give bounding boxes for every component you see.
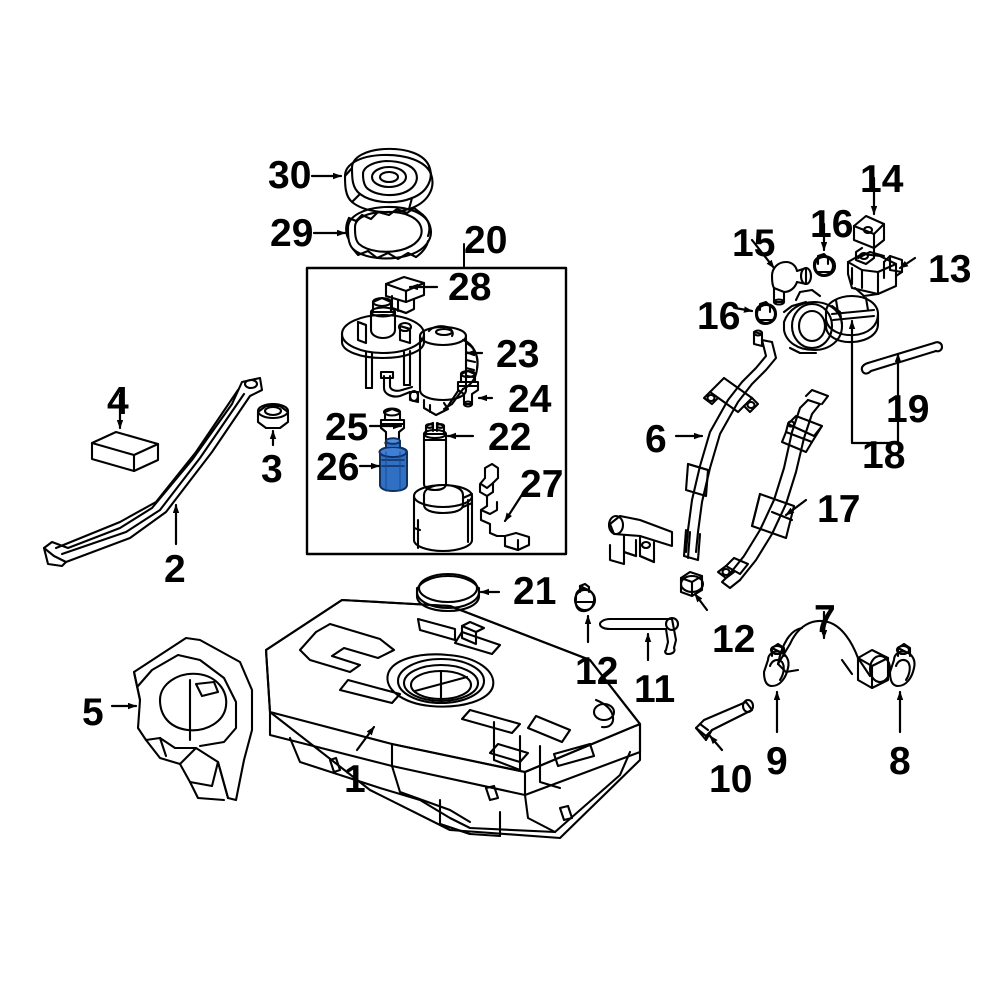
part-23-fuel-filter <box>418 325 479 417</box>
part-4-insulator-pad <box>90 430 160 473</box>
callout-number-22: 22 <box>488 416 532 459</box>
part-6-filler-pipe <box>607 329 778 566</box>
part-12-clamp-right <box>679 570 705 598</box>
callout-number-23: 23 <box>496 333 540 376</box>
part-29-lock-ring <box>345 205 432 261</box>
part-16-clamp-lower <box>754 300 778 326</box>
part-1-fuel-tank <box>264 598 642 840</box>
callout-number-10: 10 <box>709 758 753 801</box>
callout-number-30: 30 <box>268 154 312 197</box>
part-3-strap-nut <box>256 402 290 430</box>
callout-number-18: 18 <box>862 434 906 477</box>
part-15-vent-valve <box>770 260 813 306</box>
part-8-hose-clamp <box>888 642 916 688</box>
callout-number-16-lower: 16 <box>697 295 741 338</box>
callout-number-12-left: 12 <box>575 650 619 693</box>
part-30-access-cover <box>343 147 434 214</box>
callout-number-8: 8 <box>889 740 911 783</box>
part-9-hose-clamp <box>762 642 790 688</box>
callout-number-16-upper: 16 <box>810 203 854 246</box>
callout-number-2: 2 <box>164 548 186 591</box>
part-5-heat-shield <box>132 636 254 802</box>
callout-number-28: 28 <box>448 266 492 309</box>
callout-number-20: 20 <box>464 219 508 262</box>
pump-outlet-hose <box>379 370 420 404</box>
part-17-filler-neck-tube <box>716 388 830 590</box>
callout-number-21: 21 <box>513 570 557 613</box>
part-11-vent-hose <box>598 616 680 656</box>
callout-number-7: 7 <box>814 598 836 641</box>
part-18-bracket-line <box>850 338 900 457</box>
part-2-tank-strap <box>42 376 264 568</box>
callout-number-26: 26 <box>316 446 360 489</box>
part-16-clamp-upper <box>812 252 837 278</box>
filler-neck-head <box>782 288 844 355</box>
callout-number-24: 24 <box>508 378 552 421</box>
callout-number-1: 1 <box>344 758 366 801</box>
callout-number-9: 9 <box>766 740 788 783</box>
callout-number-19: 19 <box>886 388 930 431</box>
callout-number-17: 17 <box>817 488 861 531</box>
callout-number-5: 5 <box>82 691 104 734</box>
pump-module-flange <box>340 296 426 390</box>
fuel-pump-reservoir-cup <box>412 483 474 553</box>
part-26-fuel-pump-highlighted <box>378 437 408 492</box>
callout-number-29: 29 <box>270 212 314 255</box>
callout-number-11: 11 <box>634 668 676 711</box>
part-10-breather-pipe <box>694 698 755 742</box>
callout-number-4: 4 <box>107 380 129 423</box>
callout-number-13: 13 <box>928 248 972 291</box>
callout-number-3: 3 <box>261 448 283 491</box>
callout-number-12-right: 12 <box>712 618 756 661</box>
callout-number-14: 14 <box>860 158 904 201</box>
callout-number-6: 6 <box>645 418 667 461</box>
part-13-neck-bracket <box>846 250 904 298</box>
part-24-check-valve <box>456 369 480 408</box>
callout-number-27: 27 <box>520 463 564 506</box>
callout-number-25: 25 <box>325 406 369 449</box>
part-27-level-sender <box>478 462 531 552</box>
leader-arrows <box>110 172 917 752</box>
part-14-retainer-clip <box>852 214 886 266</box>
callout-number-15: 15 <box>732 222 776 265</box>
part-21-seal-ring <box>415 572 481 613</box>
part-12-clamp-left <box>573 582 597 613</box>
part-19-cap-tether <box>860 341 944 375</box>
